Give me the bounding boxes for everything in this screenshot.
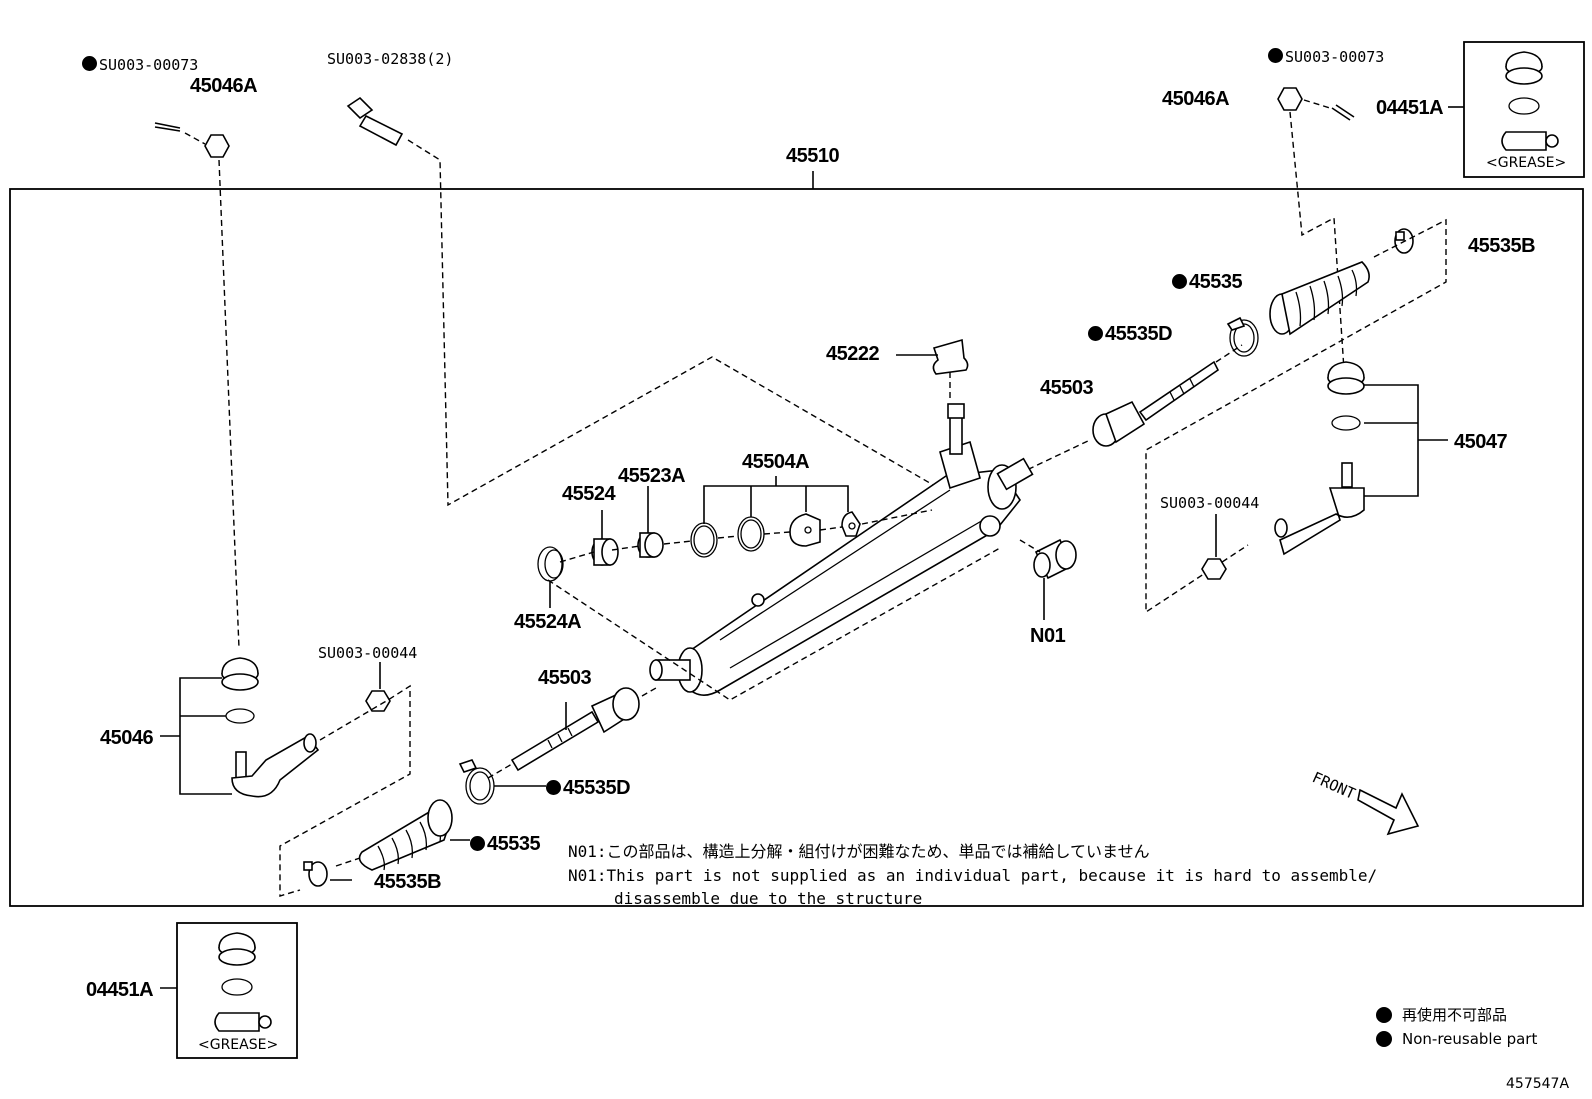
label-45524A: 45524A [514, 611, 582, 633]
spring-45523A [637, 532, 664, 558]
grease-kit-box-bottom [176, 922, 298, 1059]
label-04451A-bottom: 04451A [86, 979, 154, 1001]
label-45046A-right: 45046A [1162, 88, 1230, 110]
label-45046: 45046 [100, 727, 154, 749]
nut-45046A-left [204, 134, 230, 158]
label-su003-02838: SU003-02838(2) [327, 50, 454, 68]
label-45535B-left: 45535B [374, 871, 442, 893]
nut-45046A-right [1277, 87, 1303, 111]
ring-45047 [1331, 415, 1361, 431]
rack-housing [649, 403, 1034, 696]
dust-boot-45046 [221, 657, 259, 691]
label-45047: 45047 [1454, 431, 1508, 453]
tie-rod-end-45046-left [231, 733, 320, 798]
yoke-kit-45504A [690, 511, 861, 558]
legend-bullet-icon [1376, 1007, 1392, 1023]
inner-tie-rod-45503-left [510, 687, 640, 772]
dust-boot-45047 [1327, 361, 1365, 395]
cotter-pin-right [1331, 104, 1355, 121]
bushing-N01 [1033, 538, 1077, 580]
legend-non-reusable-en: Non-reusable part [1376, 1030, 1537, 1048]
label-45503-left: 45503 [538, 667, 592, 689]
label-45523A: 45523A [618, 465, 686, 487]
label-45503-right: 45503 [1040, 377, 1094, 399]
legend-non-reusable-jp: 再使用不可部品 [1376, 1004, 1507, 1025]
dust-cover-45222 [932, 338, 969, 375]
label-N01: N01 [1030, 625, 1066, 647]
boot-45535-right [1269, 261, 1370, 336]
label-su003-00073-left: SU003-00073 [82, 56, 198, 73]
cotter-pin-left [154, 122, 181, 132]
grease-kit-bottom-parts [214, 932, 272, 1032]
legend-bullet-icon [1376, 1031, 1392, 1047]
grease-kit-box-top [1463, 41, 1585, 178]
label-45535B-right: 45535B [1468, 235, 1536, 257]
bolt-su003-02838 [346, 96, 404, 147]
boot-45535-left [358, 799, 453, 871]
label-grease-bottom: <GREASE> [198, 1037, 279, 1053]
spring-cap-45524A [537, 546, 564, 582]
note-n01-en-line1: N01:This part is not supplied as an indi… [568, 866, 1378, 885]
label-su003-00044-right: SU003-00044 [1160, 494, 1260, 512]
inner-tie-rod-45503-right [1092, 360, 1220, 447]
label-45222: 45222 [826, 343, 880, 365]
label-45046A-left: 45046A [190, 75, 258, 97]
assembly-frame-45510 [9, 188, 1584, 907]
label-45504A: 45504A [742, 451, 810, 473]
label-45535D-right: 45535D [1088, 324, 1173, 344]
tie-rod-end-45047-right [1274, 462, 1365, 556]
label-45535-left: 45535 [470, 834, 541, 854]
label-grease-top: <GREASE> [1486, 155, 1567, 171]
label-04451A-top: 04451A [1376, 97, 1444, 119]
grease-kit-top-parts [1501, 51, 1559, 151]
label-45510: 45510 [786, 145, 840, 167]
label-45524: 45524 [562, 483, 616, 505]
legend-en-text: Non-reusable part [1402, 1030, 1538, 1048]
figure-id: 457547A [1506, 1076, 1570, 1092]
label-su003-00073-right: SU003-00073 [1268, 48, 1384, 65]
label-45535-right: 45535 [1172, 272, 1243, 292]
note-n01-en-line2: disassemble due to the structure [614, 889, 923, 908]
adjuster-45524 [591, 538, 619, 566]
label-su003-00044-left: SU003-00044 [318, 644, 418, 662]
clamp-45535D-right [1226, 316, 1259, 357]
clamp-45535B-left [303, 861, 328, 887]
legend-jp-text: 再使用不可部品 [1402, 1006, 1508, 1024]
label-45535D-left: 45535D [546, 778, 631, 798]
ring-45046 [225, 708, 255, 724]
note-n01-jp: N01:この部品は、構造上分解・組付けが困難なため、単品では補給していません [568, 842, 1150, 861]
nut-su003-00044-right [1201, 558, 1227, 580]
clamp-45535D-left [458, 759, 495, 805]
nut-su003-00044-left [365, 690, 391, 712]
front-arrow [1357, 788, 1420, 836]
